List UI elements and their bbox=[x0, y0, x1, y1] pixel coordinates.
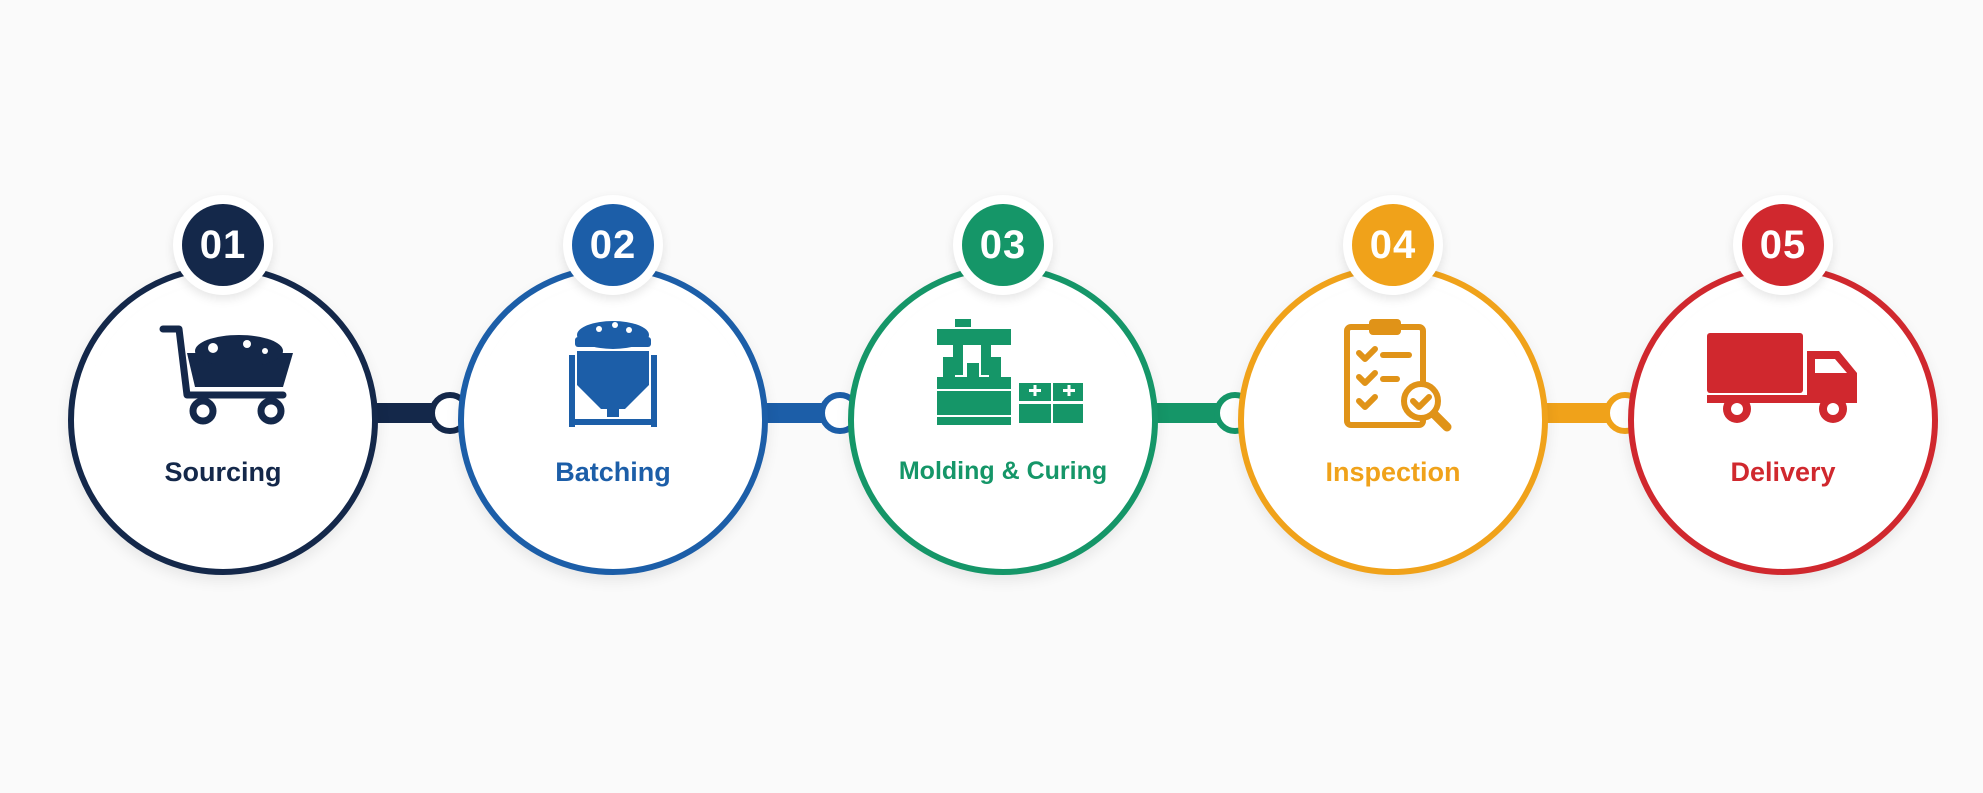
step-number: 04 bbox=[1352, 204, 1434, 286]
step-inspection: 04 Inspection bbox=[1238, 195, 1548, 575]
step-number: 05 bbox=[1742, 204, 1824, 286]
hopper-icon bbox=[569, 321, 657, 427]
step-label: Sourcing bbox=[164, 457, 282, 487]
step-label: Delivery bbox=[1730, 457, 1836, 487]
step-badge: 05 bbox=[1733, 195, 1833, 295]
cart-icon bbox=[159, 325, 293, 425]
step-badge: 04 bbox=[1343, 195, 1443, 295]
step-number: 02 bbox=[572, 204, 654, 286]
step-label: Inspection bbox=[1325, 457, 1461, 487]
step-label: Molding & Curing bbox=[898, 457, 1108, 485]
step-ring bbox=[1628, 265, 1938, 575]
step-badge: 01 bbox=[173, 195, 273, 295]
step-badge: 02 bbox=[563, 195, 663, 295]
step-molding-curing: 03 Molding & Curin bbox=[848, 195, 1158, 575]
molding-press-icon bbox=[937, 319, 1083, 425]
step-sourcing: 01 Sourcing bbox=[68, 195, 378, 575]
step-ring bbox=[1238, 265, 1548, 575]
clipboard-inspection-icon bbox=[1344, 319, 1452, 432]
step-badge: 03 bbox=[953, 195, 1053, 295]
step-number: 03 bbox=[962, 204, 1044, 286]
truck-icon bbox=[1707, 333, 1857, 423]
step-batching: 02 Batching bbox=[458, 195, 768, 575]
step-number: 01 bbox=[182, 204, 264, 286]
step-ring bbox=[68, 265, 378, 575]
step-delivery: 05 Delivery bbox=[1628, 195, 1938, 575]
step-label: Batching bbox=[555, 457, 671, 487]
